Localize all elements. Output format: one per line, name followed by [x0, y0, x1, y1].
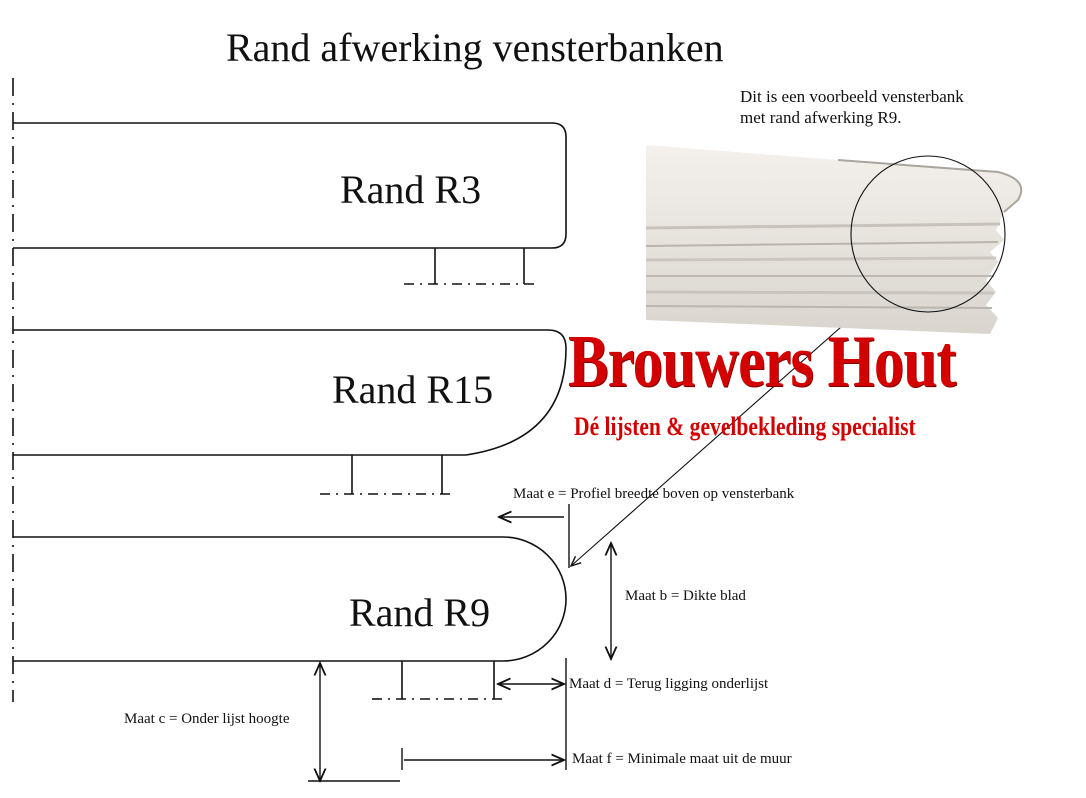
- measure-c-label: Maat c = Onder lijst hoogte: [124, 711, 290, 727]
- detail-circle: [850, 155, 1006, 313]
- measure-f-label: Maat f = Minimale maat uit de muur: [572, 751, 792, 767]
- brand-logo-tagline: Dé lijsten & gevelbekleding specialist: [574, 412, 916, 441]
- profile-r15-underlayer: [320, 455, 456, 495]
- dimension-c: [308, 663, 400, 781]
- profile-r3-label: Rand R3: [340, 167, 482, 212]
- profile-r9-label: Rand R9: [349, 590, 491, 635]
- brand-logo-name: Brouwers Hout: [568, 321, 957, 403]
- dimension-d: [498, 658, 567, 770]
- measure-b-label: Maat b = Dikte blad: [625, 588, 746, 604]
- windowsill-example-photo: [645, 145, 1023, 334]
- photo-leader-arrow: [571, 296, 876, 566]
- profile-r9-underlayer: [372, 661, 508, 700]
- page-title: Rand afwerking vensterbanken: [226, 25, 724, 70]
- measure-e-label: Maat e = Profiel breedte boven op venste…: [513, 486, 795, 502]
- profile-r15-label: Rand R15: [332, 367, 494, 412]
- profile-r3-underlayer: [404, 248, 540, 285]
- example-note: Dit is een voorbeeld vensterbank met ran…: [740, 86, 964, 128]
- profile-r3-outline: [13, 122, 567, 249]
- example-note-line2: met rand afwerking R9.: [740, 108, 902, 127]
- measure-d-label: Maat d = Terug ligging onderlijst: [569, 676, 769, 692]
- profile-r15-outline: [13, 329, 567, 456]
- dimension-f: [401, 748, 564, 770]
- profile-r9-outline: [13, 536, 567, 662]
- dimension-e: [499, 504, 570, 568]
- example-note-line1: Dit is een voorbeeld vensterbank: [740, 87, 964, 106]
